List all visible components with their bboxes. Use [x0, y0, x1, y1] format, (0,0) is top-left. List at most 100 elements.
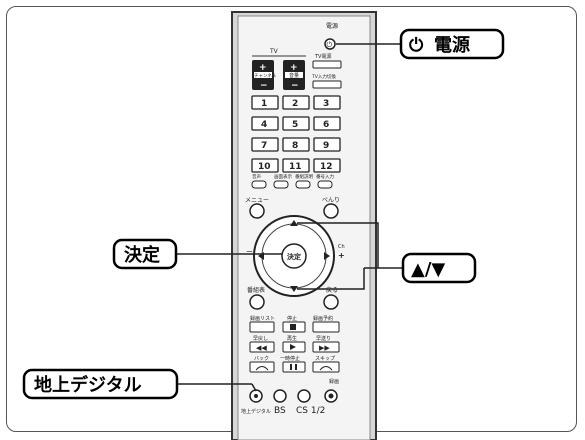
power-label: 電源: [326, 22, 338, 30]
ffwd-button[interactable]: [312, 341, 340, 353]
power-callout-label: 電源: [434, 34, 470, 56]
number-button-label-6: 6: [323, 120, 329, 130]
volume-label: 音量: [289, 72, 299, 79]
number-button-label-10: 10: [258, 162, 271, 172]
dpad-up-icon: [290, 220, 298, 226]
number-button-label-3: 3: [323, 99, 329, 109]
skip-icon: [319, 366, 333, 371]
number-button-label-7: 7: [261, 141, 267, 151]
up-leader-line: [297, 222, 379, 268]
modoru-label: 戻る: [326, 286, 338, 294]
power-button-icon: ⏻: [327, 41, 333, 49]
number-button-8[interactable]: [282, 137, 310, 152]
bs-button[interactable]: [273, 389, 287, 403]
ffwd-label: 早送り: [316, 335, 331, 342]
number-button-1[interactable]: [251, 95, 279, 110]
pause-label: 一時停止: [280, 355, 300, 362]
bangumi-label: 番組表: [247, 286, 265, 294]
number-button-9[interactable]: [313, 137, 341, 152]
kettei-callout-label: 決定: [124, 244, 160, 266]
benri-button[interactable]: [323, 203, 339, 219]
program-info-button[interactable]: [295, 180, 311, 189]
rec-list-label: 録画リスト: [250, 315, 275, 322]
tv-power-label: TV電源: [314, 53, 331, 60]
pause-icon: [290, 364, 292, 370]
svg-text:−: −: [260, 81, 268, 91]
rec-label: 録画: [329, 378, 339, 385]
cs-button[interactable]: [297, 389, 311, 403]
number-button-6[interactable]: [313, 116, 341, 131]
rewind-button[interactable]: [249, 341, 275, 353]
channel-label: チャンネル: [254, 73, 277, 79]
number-button-5[interactable]: [282, 116, 310, 131]
channel-up-label: +: [338, 251, 345, 260]
stop-label: 停止: [287, 315, 297, 322]
dpad-down-icon: [290, 286, 298, 292]
play-icon: [290, 344, 296, 350]
chideji-callout-label: 地上デジタル: [34, 374, 142, 396]
rewind-label: 早戻し: [253, 335, 268, 342]
rewind-icon: ◀◀: [256, 344, 267, 352]
number-input-button[interactable]: [317, 180, 333, 189]
updown-callout: [401, 252, 477, 284]
number-button-label-11: 11: [289, 162, 302, 172]
play-label: 再生: [287, 335, 297, 342]
function-row: 音声 画面表示 番組説明 番号入力: [251, 173, 334, 189]
number-button-label-9: 9: [323, 141, 329, 151]
svg-text:+: +: [259, 63, 267, 73]
down-leader-line: [297, 268, 365, 290]
power-callout-icon: ⏻: [409, 35, 424, 56]
ffwd-icon: ▶▶: [319, 344, 330, 352]
svg-text:−: −: [291, 81, 299, 91]
number-button-label-4: 4: [261, 120, 267, 130]
number-button-3[interactable]: [313, 95, 341, 110]
stop-icon: [290, 324, 296, 330]
cs-button-label: CS 1/2: [296, 406, 325, 416]
rec-reserve-label: 録画予約: [313, 315, 333, 322]
modoru-button[interactable]: [323, 294, 339, 310]
tv-power-button[interactable]: [312, 60, 342, 69]
back-label: バック: [254, 356, 269, 362]
svg-text:+: +: [290, 63, 298, 73]
display-button[interactable]: [273, 180, 289, 189]
number-button-10[interactable]: [251, 158, 279, 173]
menu-label: メニュー: [245, 197, 269, 204]
back-icon: [255, 366, 269, 371]
number-button-label-5: 5: [292, 120, 298, 130]
number-button-4[interactable]: [251, 116, 279, 131]
function-label-audio: 音声: [252, 173, 261, 180]
number-button-2[interactable]: [282, 95, 310, 110]
power-button[interactable]: [324, 38, 336, 50]
audio-button[interactable]: [251, 180, 267, 189]
number-button-label-2: 2: [292, 99, 298, 109]
number-button-label-8: 8: [292, 141, 298, 151]
tv-input-button[interactable]: [312, 80, 342, 89]
bs-button-label: BS: [274, 406, 286, 416]
rec-reserve-button[interactable]: [312, 321, 340, 333]
rec-list-button[interactable]: [249, 321, 275, 333]
chideji-button-label: 地上デジタル: [241, 408, 271, 415]
menu-button[interactable]: [249, 203, 265, 219]
number-button-label-1: 1: [261, 99, 267, 109]
kettei-button-label: 決定: [287, 252, 301, 261]
function-label-program-info: 番組説明: [295, 173, 313, 180]
function-label-display: 画面表示: [274, 173, 292, 180]
chideji-callout: [22, 368, 179, 400]
tv-input-label: TV入力切換: [311, 73, 336, 80]
number-button-11[interactable]: [282, 158, 310, 173]
updown-callout-label: ▲/▼: [411, 259, 445, 280]
benri-label: べんり: [322, 197, 340, 204]
number-button-12[interactable]: [313, 158, 341, 173]
ch-label: Ch: [338, 244, 345, 250]
kettei-button[interactable]: [281, 243, 307, 269]
tv-group-label: TV: [269, 48, 279, 55]
rec-icon: [328, 393, 334, 399]
bangumi-button[interactable]: [249, 294, 265, 310]
dpad-right-icon: [324, 252, 330, 260]
number-button-7[interactable]: [251, 137, 279, 152]
skip-label: スキップ: [315, 356, 335, 362]
pause-button[interactable]: [282, 361, 306, 373]
power-callout: [399, 28, 505, 60]
